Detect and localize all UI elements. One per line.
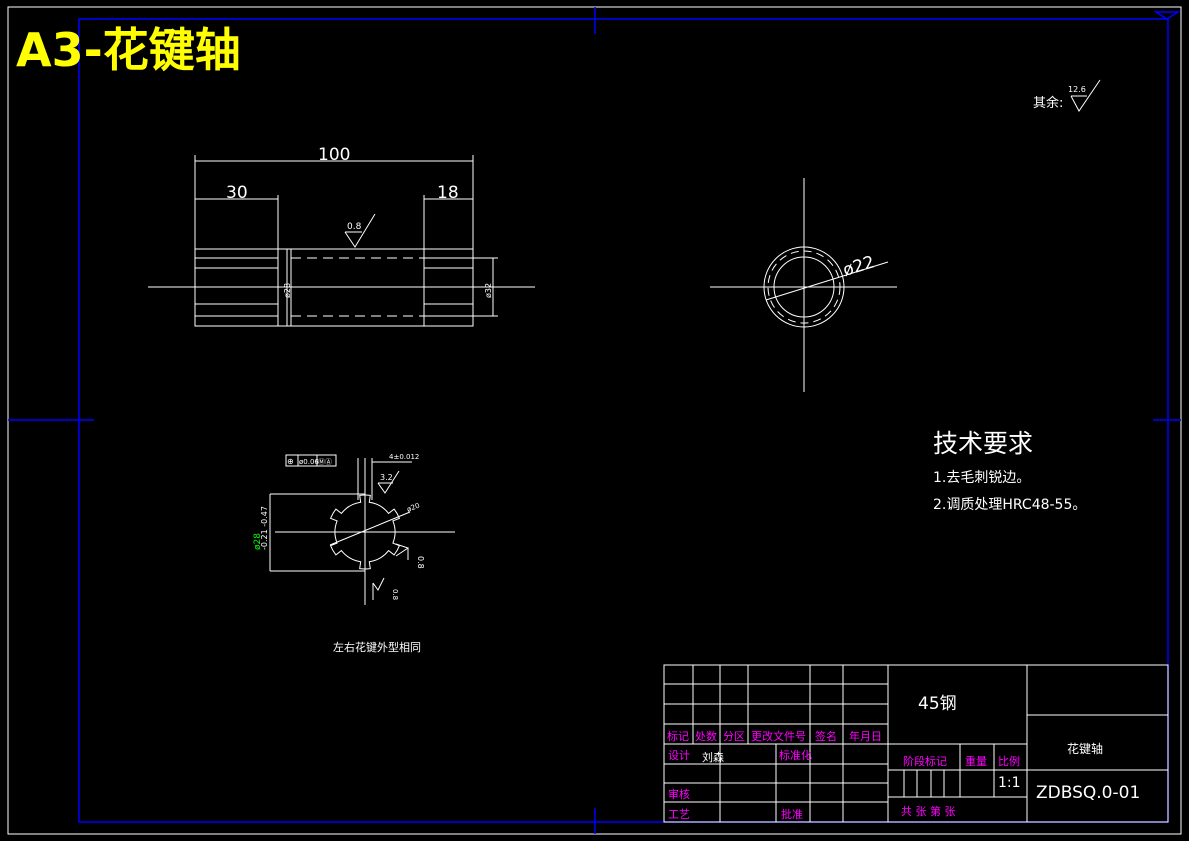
- label-ratio: 比例: [998, 755, 1020, 768]
- label-check: 审核: [668, 788, 690, 801]
- label-sheets: 共 张 第 张: [901, 805, 956, 818]
- dim-left: 30: [226, 183, 248, 203]
- tol-datum: ⓂⒶ: [318, 458, 332, 466]
- label-mark: 标记: [667, 730, 689, 743]
- scale-value: 1:1: [998, 775, 1021, 791]
- front-view: [148, 155, 535, 327]
- dia-mid: ø28: [283, 283, 292, 298]
- dim-right: 18: [437, 183, 459, 203]
- label-date: 年月日: [849, 730, 882, 743]
- dia-tol: -0.21 -0.47: [260, 506, 269, 550]
- rough-bottom: 0.8: [391, 589, 399, 600]
- tech-req-heading: 技术要求: [933, 429, 1034, 458]
- tol-symbol: ⊕: [287, 457, 294, 466]
- spline-caption: 左右花键外型相同: [333, 641, 421, 654]
- outer-border: [7, 6, 1182, 835]
- label-count: 处数: [695, 730, 717, 743]
- label-process: 工艺: [668, 808, 690, 821]
- label-approve: 批准: [781, 808, 803, 821]
- rough-surface-value: 0.8: [347, 222, 362, 232]
- tech-req-item-2: 2.调质处理HRC48-55。: [933, 497, 1087, 513]
- part-name: 花键轴: [1067, 742, 1104, 756]
- drawing-number: ZDBSQ.0-01: [1036, 783, 1141, 803]
- dia-label-a: ø28: [253, 533, 263, 550]
- dia-outer: ø20: [406, 501, 421, 513]
- rough-key: 3.2: [380, 473, 393, 482]
- roughness-symbol-icon: [1070, 79, 1101, 112]
- spline-section: [269, 454, 455, 605]
- label-sign: 签名: [815, 730, 837, 743]
- end-view: [710, 178, 897, 392]
- sheet-title: A3-花键轴: [16, 23, 241, 77]
- tech-req-item-1: 1.去毛刺锐边。: [933, 470, 1031, 486]
- label-doc-no: 更改文件号: [751, 730, 806, 743]
- designer-name: 刘森: [702, 751, 724, 764]
- dim-total: 100: [318, 145, 350, 165]
- roughness-note-label: 其余:: [1033, 96, 1064, 111]
- label-standardize: 标准化: [779, 749, 812, 762]
- label-stage: 阶段标记: [903, 755, 947, 768]
- rough-side: 0.8: [416, 556, 425, 569]
- tol-value: ø0.06: [299, 458, 319, 466]
- label-zone: 分区: [723, 730, 745, 743]
- title-block: [663, 664, 1169, 823]
- end-view-dia: ø22: [841, 252, 877, 280]
- dia-right: ø32: [484, 283, 493, 298]
- material: 45钢: [918, 694, 957, 714]
- label-design: 设计: [668, 749, 690, 762]
- label-weight: 重量: [965, 755, 987, 768]
- roughness-note-value: 12.6: [1068, 85, 1086, 94]
- key-width: 4±0.012: [389, 453, 419, 461]
- centering-marks: [8, 7, 1181, 834]
- inner-frame: [78, 18, 1169, 823]
